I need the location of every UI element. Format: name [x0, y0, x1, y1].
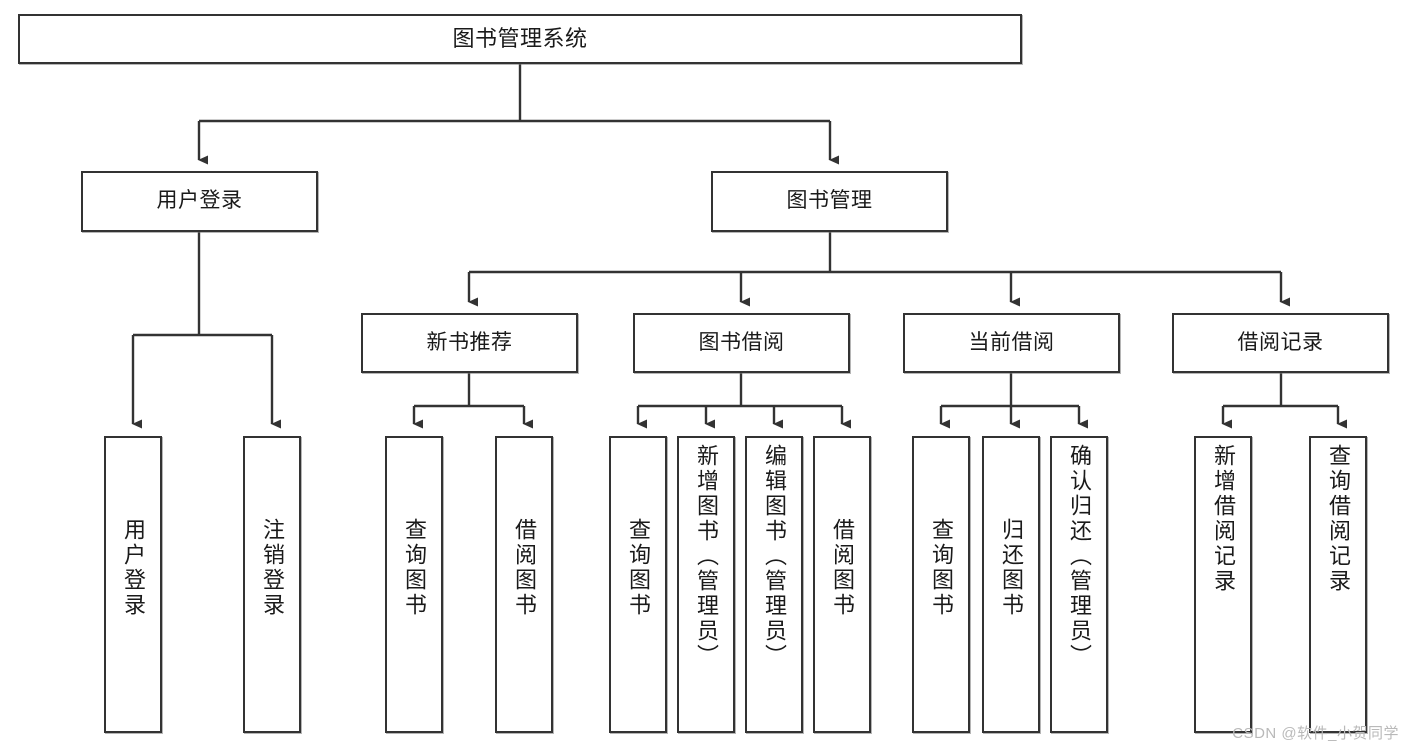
node-label: 借阅记录 [1237, 330, 1324, 354]
node-leaf-add-record[interactable]: 新增借阅记录 [1194, 436, 1252, 733]
node-label: 借阅图书 [512, 518, 537, 618]
node-book-management[interactable]: 图书管理 [711, 171, 948, 232]
node-label: 编辑图书（管理员） [762, 444, 787, 669]
node-leaf-borrow-book-2[interactable]: 借阅图书 [813, 436, 871, 733]
node-label: 确认归还（管理员） [1067, 444, 1092, 669]
node-leaf-user-login[interactable]: 用户登录 [104, 436, 162, 733]
node-label: 新增图书（管理员） [694, 444, 719, 669]
node-book-borrow[interactable]: 图书借阅 [633, 313, 850, 373]
node-label: 用户登录 [121, 518, 146, 618]
node-leaf-edit-book[interactable]: 编辑图书（管理员） [745, 436, 803, 733]
node-label: 图书借阅 [698, 330, 785, 354]
node-label: 图书管理系统 [452, 26, 588, 52]
csdn-watermark: CSDN @软件_小贺同学 [1232, 725, 1399, 742]
node-leaf-add-book[interactable]: 新增图书（管理员） [677, 436, 735, 733]
node-leaf-borrow-book-1[interactable]: 借阅图书 [495, 436, 553, 733]
node-leaf-query-book-1[interactable]: 查询图书 [385, 436, 443, 733]
node-root-system[interactable]: 图书管理系统 [18, 14, 1022, 64]
node-label: 查询图书 [626, 518, 651, 618]
node-label: 注销登录 [260, 518, 285, 618]
node-label: 图书管理 [786, 189, 873, 213]
node-label: 归还图书 [999, 518, 1024, 618]
node-label: 查询借阅记录 [1326, 444, 1351, 594]
node-leaf-return-book[interactable]: 归还图书 [982, 436, 1040, 733]
node-label: 新增借阅记录 [1211, 444, 1236, 594]
node-label: 查询图书 [929, 518, 954, 618]
node-borrow-record[interactable]: 借阅记录 [1172, 313, 1389, 373]
node-leaf-query-book-3[interactable]: 查询图书 [912, 436, 970, 733]
node-current-borrow[interactable]: 当前借阅 [903, 313, 1120, 373]
node-user-login[interactable]: 用户登录 [81, 171, 318, 232]
node-label: 新书推荐 [426, 330, 513, 354]
node-label: 当前借阅 [968, 330, 1055, 354]
node-label: 查询图书 [402, 518, 427, 618]
node-label: 用户登录 [156, 189, 243, 213]
node-leaf-logout[interactable]: 注销登录 [243, 436, 301, 733]
node-new-book-recommend[interactable]: 新书推荐 [361, 313, 578, 373]
node-leaf-query-record[interactable]: 查询借阅记录 [1309, 436, 1367, 733]
node-label: 借阅图书 [830, 518, 855, 618]
node-leaf-confirm-return[interactable]: 确认归还（管理员） [1050, 436, 1108, 733]
node-leaf-query-book-2[interactable]: 查询图书 [609, 436, 667, 733]
